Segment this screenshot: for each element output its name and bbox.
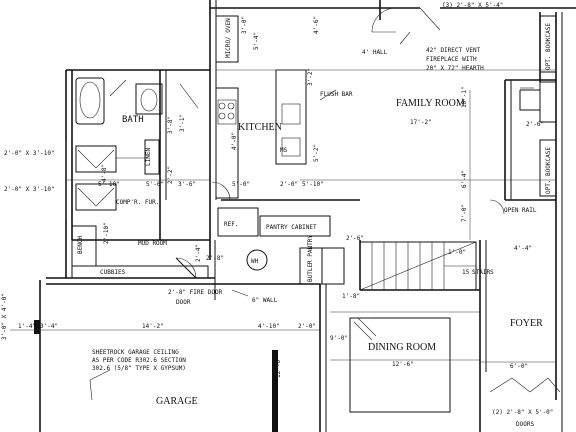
stairs-label: STAIRS (472, 269, 494, 276)
bench-label: BENCH (77, 236, 84, 254)
fireplace (519, 15, 557, 197)
foyer-label: FOYER (510, 318, 543, 329)
dim-5-10b: 5'-10" (302, 181, 324, 188)
mud-room-fixtures (71, 225, 209, 279)
linen-label: LINEN (145, 148, 152, 166)
dim-6-4: 6'-4" (461, 170, 468, 188)
dining-fixtures (349, 317, 451, 413)
garage-door-label: DOOR (176, 299, 191, 306)
dim-garage-width: 14'-2" (142, 323, 164, 330)
dim-2-8: 2'-8" (206, 255, 224, 262)
exterior-walls (39, 0, 576, 432)
fireplace-note-2: FIREPLACE WITH (426, 56, 477, 63)
opt-bookcase-top-label: OPT. BOOKCASE (545, 23, 552, 70)
kitchen-label: KITCHEN (238, 122, 282, 133)
dim-foyer-width: 6'-0" (510, 363, 528, 370)
cubbies-label: CUBBIES (100, 269, 126, 276)
dim-7-0: 7'-0" (461, 204, 468, 222)
wall-note: 6" WALL (252, 297, 278, 304)
doors-bottom-label: DOORS (516, 421, 534, 428)
dining-room-label: DINING ROOM (368, 342, 436, 353)
dim-4-4: 4'-4" (514, 245, 532, 252)
dim-family-width: 17'-2" (410, 119, 432, 126)
dim-5-10a: 5'-10" (98, 181, 120, 188)
dim-10-1: 10'-1" (461, 86, 468, 108)
dim-2-2: 2'-2" (167, 166, 174, 184)
dim-2-6b: 2'-6" (526, 121, 544, 128)
dim-2-0a: 2'-0" (298, 323, 316, 330)
fireplace-note-3: 20" X 72" HEARTH (426, 65, 484, 72)
dim-2-0b: 2'-0" (280, 181, 298, 188)
dim-3-6: 3'-6" (178, 181, 196, 188)
dim-1-4: 1'-4" (18, 323, 36, 330)
micro-oven-label: MICRO/ OVEN (225, 18, 232, 58)
comp-fur-label: COMP'R. FUR. (116, 199, 159, 206)
dim-dining-width: 12'-6" (392, 361, 414, 368)
dim-2-6: 2'-6" (346, 235, 364, 242)
dim-5-0: 5'-0" (232, 181, 250, 188)
garage-door-marks (34, 320, 278, 432)
dim-9-0: 9'-0" (330, 335, 348, 342)
bath-label: BATH (122, 115, 144, 125)
window-left1-label: 2'-0" X 3'-10" (4, 150, 55, 157)
dim-12-0: 12'-0" (275, 356, 282, 378)
flush-bar-note: FLUSH BAR (320, 91, 353, 98)
dim-2-4: 2'-4" (195, 244, 202, 262)
bath-fixtures (75, 77, 199, 211)
window-garage-label: 3'-0" X 4'-0" (1, 293, 8, 340)
leader-lines (89, 31, 534, 401)
fire-door-note: 2'-8" FIRE DOOR (168, 289, 223, 296)
window-bottom-label: (2) 2'-8" X 5'-0" (492, 409, 553, 416)
fireplace-note-1: 42" DIRECT VENT (426, 47, 481, 54)
dim-5-4: 5'-4" (253, 32, 260, 50)
dim-3-2: 3'-2" (307, 68, 314, 86)
ms-label: MS (280, 147, 288, 154)
dim-3-1: 3'-1" (179, 114, 186, 132)
dim-3-8: 3'-8" (167, 116, 174, 134)
dim-3-0: 3'-0" (241, 16, 248, 34)
window-top-label: (3) 2'-8" X 5'-4" (442, 2, 503, 9)
hall-note: 4' HALL (362, 49, 388, 56)
dim-4-8: 4'-8" (101, 164, 108, 182)
open-rail-note: OPEN RAIL (504, 207, 537, 214)
window-left2-label: 2'-0" X 3'-10" (4, 186, 55, 193)
dim-2-10: 2'-10" (103, 222, 110, 244)
family-room-label: FAMILY ROOM (396, 98, 465, 109)
dim-1-8: 1'-8" (342, 293, 360, 300)
wh-label: WH (251, 258, 259, 265)
dim-5-6: 5'-6" (146, 181, 164, 188)
dim-4-0: 4'-0" (231, 132, 238, 150)
sheetrock-note-2: AS PER CODE R302.6 SECTION (92, 357, 186, 364)
dim-4-6: 4'-6" (313, 16, 320, 34)
dim-3-4: 3'-4" (40, 323, 58, 330)
ref-label: REF. (224, 221, 238, 228)
garage-label: GARAGE (156, 396, 198, 407)
dim-1-0: 1'-0" (448, 249, 466, 256)
pantry-cabinet-label: PANTRY CABINET (266, 224, 317, 231)
butler-pantry-label: BUTLER PANTRY (307, 235, 314, 282)
dim-5-2: 5'-2" (313, 144, 320, 162)
dim-4-10: 4'-10" (258, 323, 280, 330)
sheetrock-note-3: 302.6 (5/8" TYPE X GYPSUM) (92, 365, 186, 372)
dimension-lines (10, 69, 556, 363)
sheetrock-note-1: SHEETROCK GARAGE CEILING (92, 349, 179, 356)
opt-bookcase-mid-label: OPT. BOOKCASE (545, 147, 552, 194)
mud-room-label: MUD ROOM (138, 240, 167, 247)
stairs (299, 241, 477, 291)
doors (175, 7, 561, 393)
stair-count-label: 15 (462, 269, 470, 276)
